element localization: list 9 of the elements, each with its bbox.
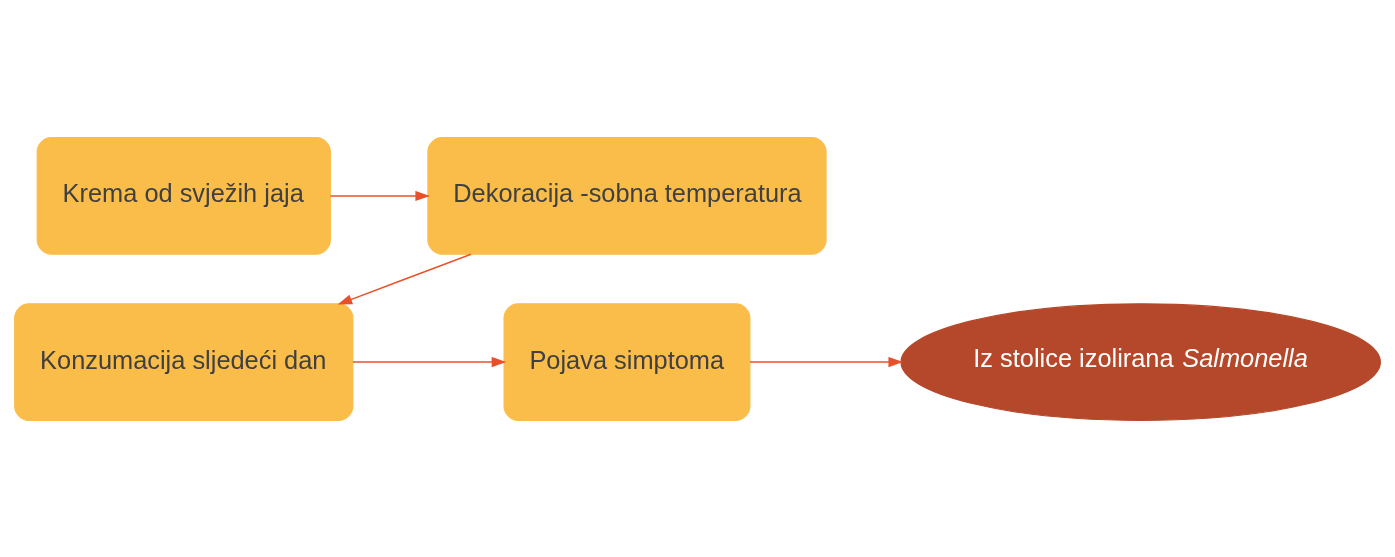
node-box: Pojava simptoma	[503, 302, 751, 421]
arrow	[749, 356, 903, 367]
arrow	[329, 190, 430, 201]
node-ellipse: Iz stolice izolirana Salmonella	[900, 302, 1381, 421]
arrow	[352, 356, 507, 367]
node-box: Krema od svježih jaja	[36, 136, 331, 255]
arrow	[337, 253, 472, 305]
node-box: Dekoracija -sobna temperatura	[427, 136, 827, 255]
node-box: Konzumacija sljedeći dan	[14, 302, 354, 421]
